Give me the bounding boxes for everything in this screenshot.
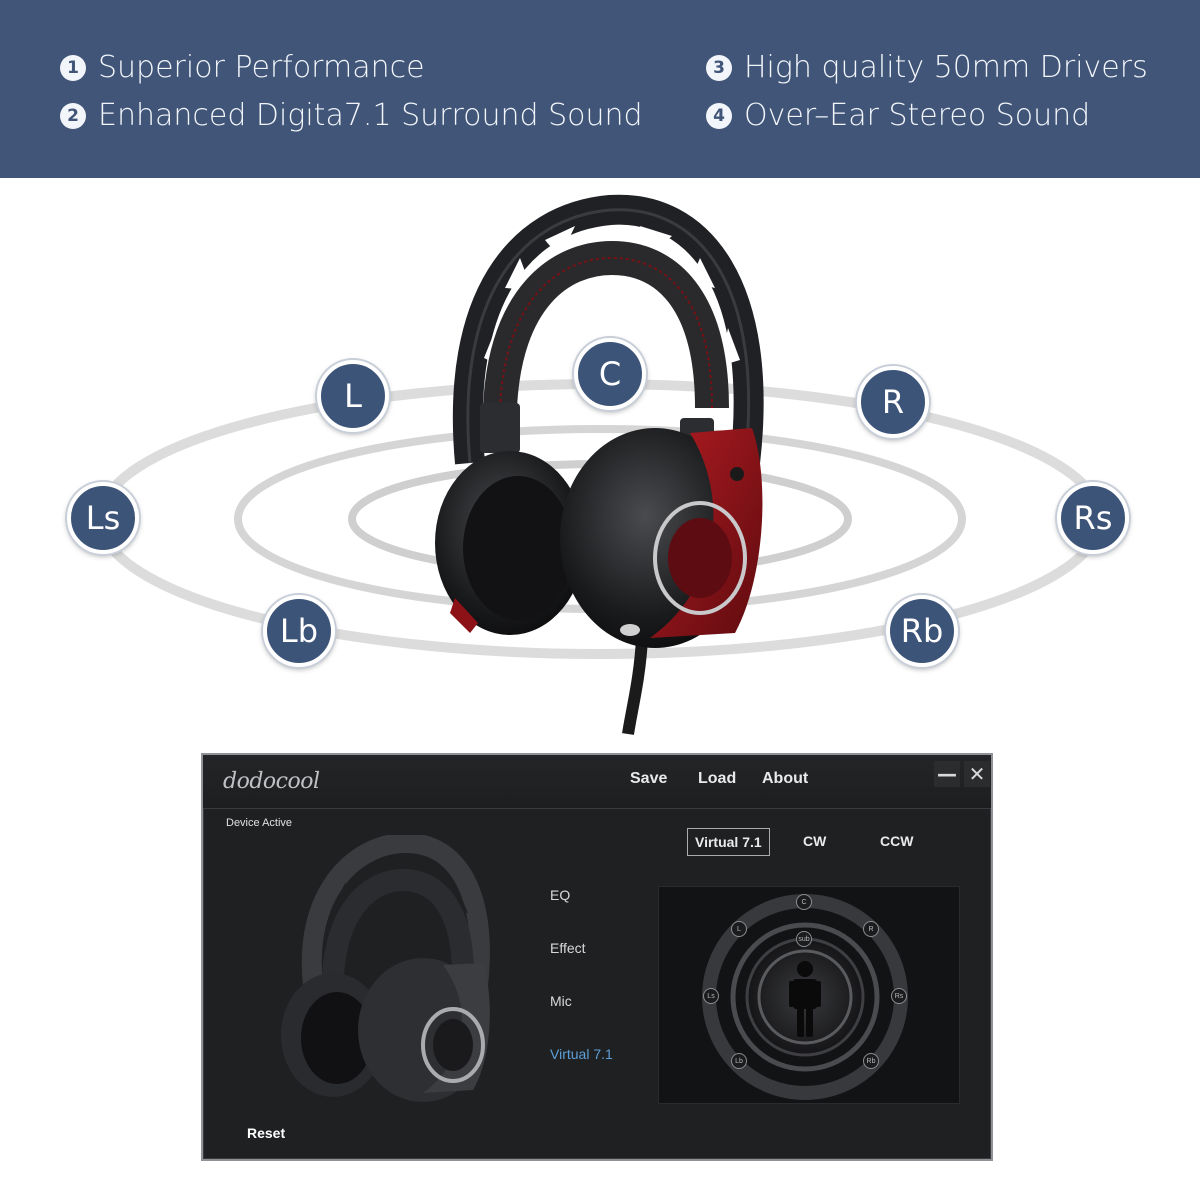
feature-number-4: 4 bbox=[706, 102, 732, 129]
sidebar-item-effect[interactable]: Effect bbox=[550, 940, 586, 956]
speaker-node-rs[interactable]: Rs bbox=[891, 988, 907, 1004]
sidebar-item-virtual71[interactable]: Virtual 7.1 bbox=[550, 1046, 613, 1062]
channel-badge-rb: Rb bbox=[886, 595, 958, 667]
feature-text-4: Over–Ear Stereo Sound bbox=[744, 98, 1091, 133]
about-menu-button[interactable]: About bbox=[762, 770, 809, 787]
save-menu-button[interactable]: Save bbox=[630, 770, 668, 787]
feature-text-2: Enhanced Digita7.1 Surround Sound bbox=[98, 98, 643, 133]
feature-number-1: 1 bbox=[60, 54, 86, 81]
feature-2: 2 Enhanced Digita7.1 Surround Sound bbox=[60, 98, 643, 133]
feature-text-3: High quality 50mm Drivers bbox=[744, 50, 1148, 85]
sidebar-item-eq[interactable]: EQ bbox=[550, 887, 571, 903]
surround-illustration: C L R Ls Rs Lb Rb bbox=[0, 178, 1200, 738]
reset-button[interactable]: Reset bbox=[247, 1125, 286, 1141]
minimize-button[interactable]: — bbox=[934, 761, 960, 787]
surround-rings-and-headset bbox=[95, 194, 1105, 735]
virtual-surround-panel: C L R sub Ls Rs Lb Rb bbox=[658, 886, 960, 1104]
tab-virtual71[interactable]: Virtual 7.1 bbox=[687, 828, 770, 856]
channel-badge-c: C bbox=[574, 338, 646, 410]
close-button[interactable]: ✕ bbox=[964, 761, 990, 787]
tab-cw[interactable]: CW bbox=[803, 833, 827, 849]
device-status: Device Active bbox=[226, 817, 293, 829]
dodocool-app-window: dodocool Save Load About — ✕ Device Acti… bbox=[201, 753, 993, 1161]
listener-figure bbox=[789, 961, 821, 1037]
feature-3: 3 High quality 50mm Drivers bbox=[706, 50, 1148, 85]
speaker-node-sub[interactable]: sub bbox=[796, 931, 812, 947]
app-headset-image bbox=[281, 835, 490, 1102]
tab-ccw[interactable]: CCW bbox=[880, 833, 914, 849]
speaker-node-ls[interactable]: Ls bbox=[703, 988, 719, 1004]
app-logo: dodocool bbox=[223, 769, 320, 794]
channel-badge-rs: Rs bbox=[1057, 482, 1129, 554]
feature-banner: 1 Superior Performance 2 Enhanced Digita… bbox=[0, 0, 1200, 178]
load-menu-button[interactable]: Load bbox=[698, 770, 737, 787]
headset-image bbox=[435, 194, 764, 735]
feature-number-3: 3 bbox=[706, 54, 732, 81]
feature-4: 4 Over–Ear Stereo Sound bbox=[706, 98, 1090, 133]
channel-badge-r: R bbox=[857, 366, 929, 438]
feature-text-1: Superior Performance bbox=[98, 50, 425, 85]
sidebar-item-mic[interactable]: Mic bbox=[550, 993, 572, 1009]
speaker-node-l[interactable]: L bbox=[731, 921, 747, 937]
feature-1: 1 Superior Performance bbox=[60, 50, 425, 85]
channel-badge-ls: Ls bbox=[67, 482, 139, 554]
feature-number-2: 2 bbox=[60, 102, 86, 129]
channel-badge-lb: Lb bbox=[263, 595, 335, 667]
app-titlebar: dodocool Save Load About — ✕ bbox=[203, 755, 991, 809]
speaker-node-lb[interactable]: Lb bbox=[731, 1053, 747, 1069]
speaker-node-c[interactable]: C bbox=[796, 894, 812, 910]
speaker-node-r[interactable]: R bbox=[863, 921, 879, 937]
speaker-node-rb[interactable]: Rb bbox=[863, 1053, 879, 1069]
channel-badge-l: L bbox=[317, 360, 389, 432]
